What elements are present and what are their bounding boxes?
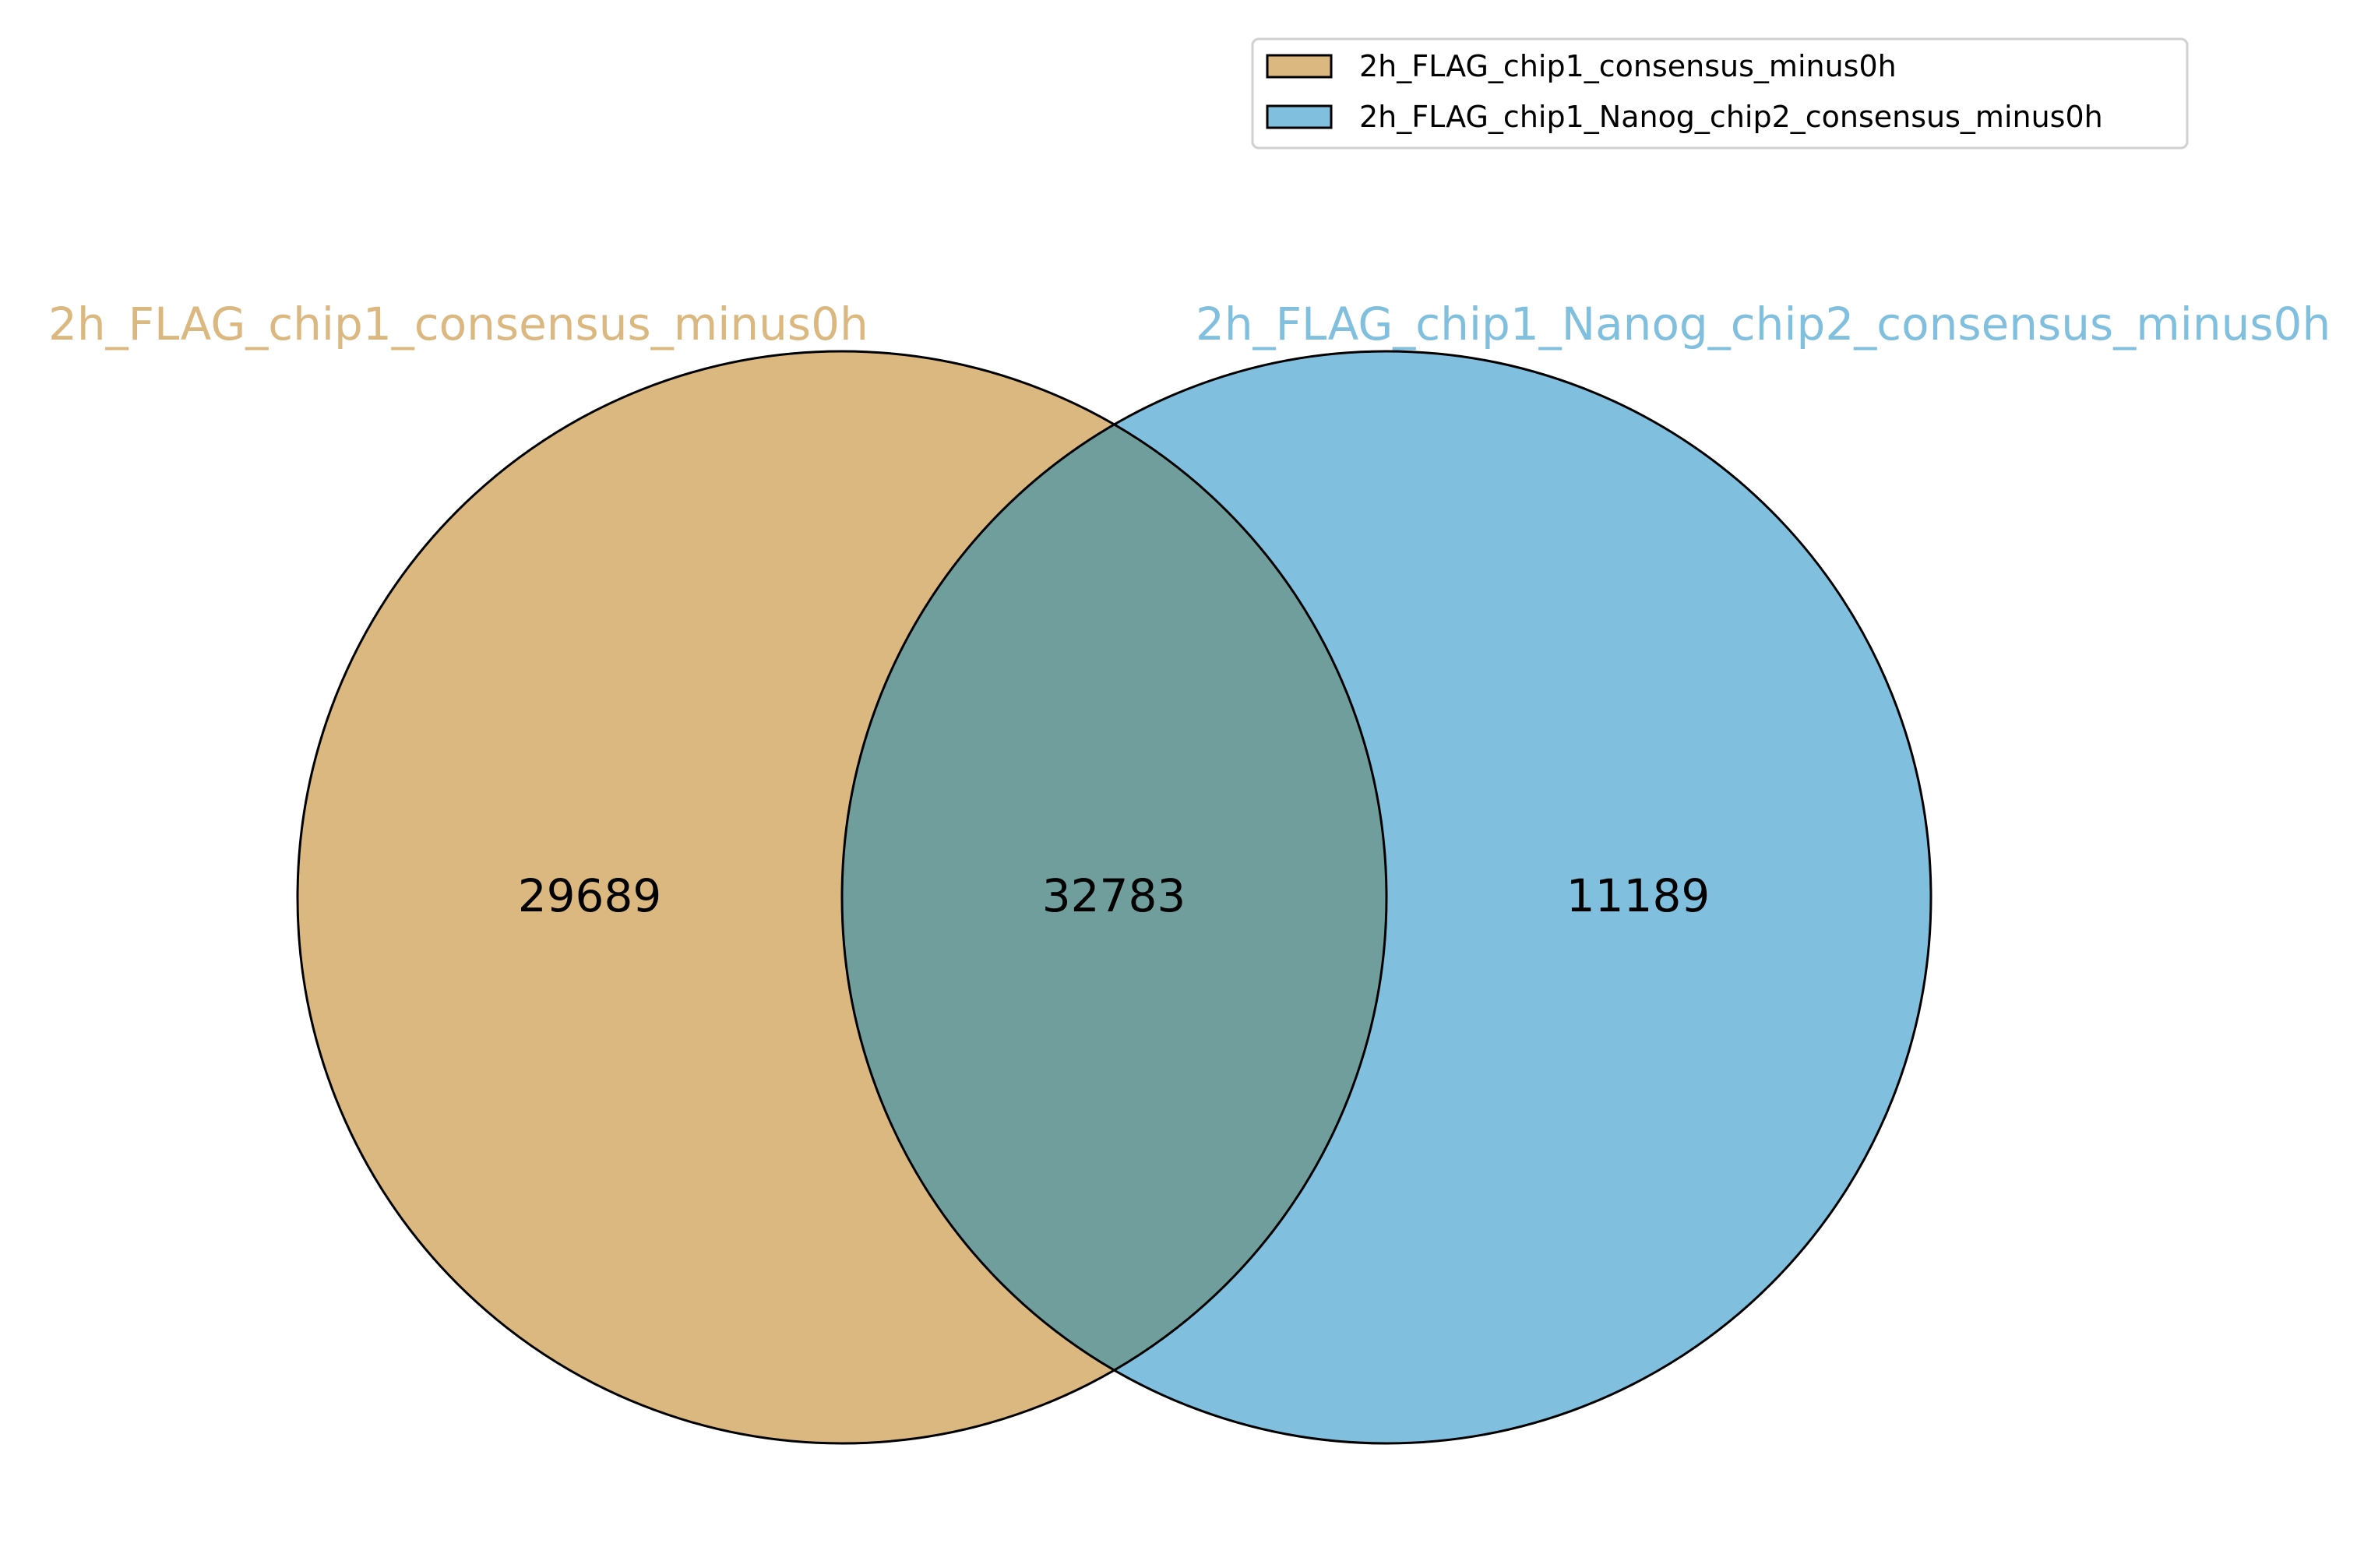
- only-a-count: 29689: [518, 869, 662, 922]
- legend-swatch-a: [1266, 54, 1333, 79]
- set-a-outline: [296, 350, 1388, 1445]
- legend-swatch-b: [1266, 104, 1333, 129]
- set-b-outline: [840, 350, 1932, 1445]
- intersection-count: 32783: [1042, 869, 1186, 922]
- only-b-count: 11189: [1566, 869, 1710, 922]
- legend: 2h_FLAG_chip1_consensus_minus0h 2h_FLAG_…: [1251, 37, 2189, 150]
- legend-frame: [1251, 37, 2189, 150]
- set-b-label: 2h_FLAG_chip1_Nanog_chip2_consensus_minu…: [1196, 298, 2331, 351]
- legend-label-b: 2h_FLAG_chip1_Nanog_chip2_consensus_minu…: [1359, 100, 2103, 134]
- set-a-label: 2h_FLAG_chip1_consensus_minus0h: [48, 298, 868, 351]
- overlap-region: [842, 351, 1386, 1443]
- legend-label-a: 2h_FLAG_chip1_consensus_minus0h: [1359, 49, 1897, 83]
